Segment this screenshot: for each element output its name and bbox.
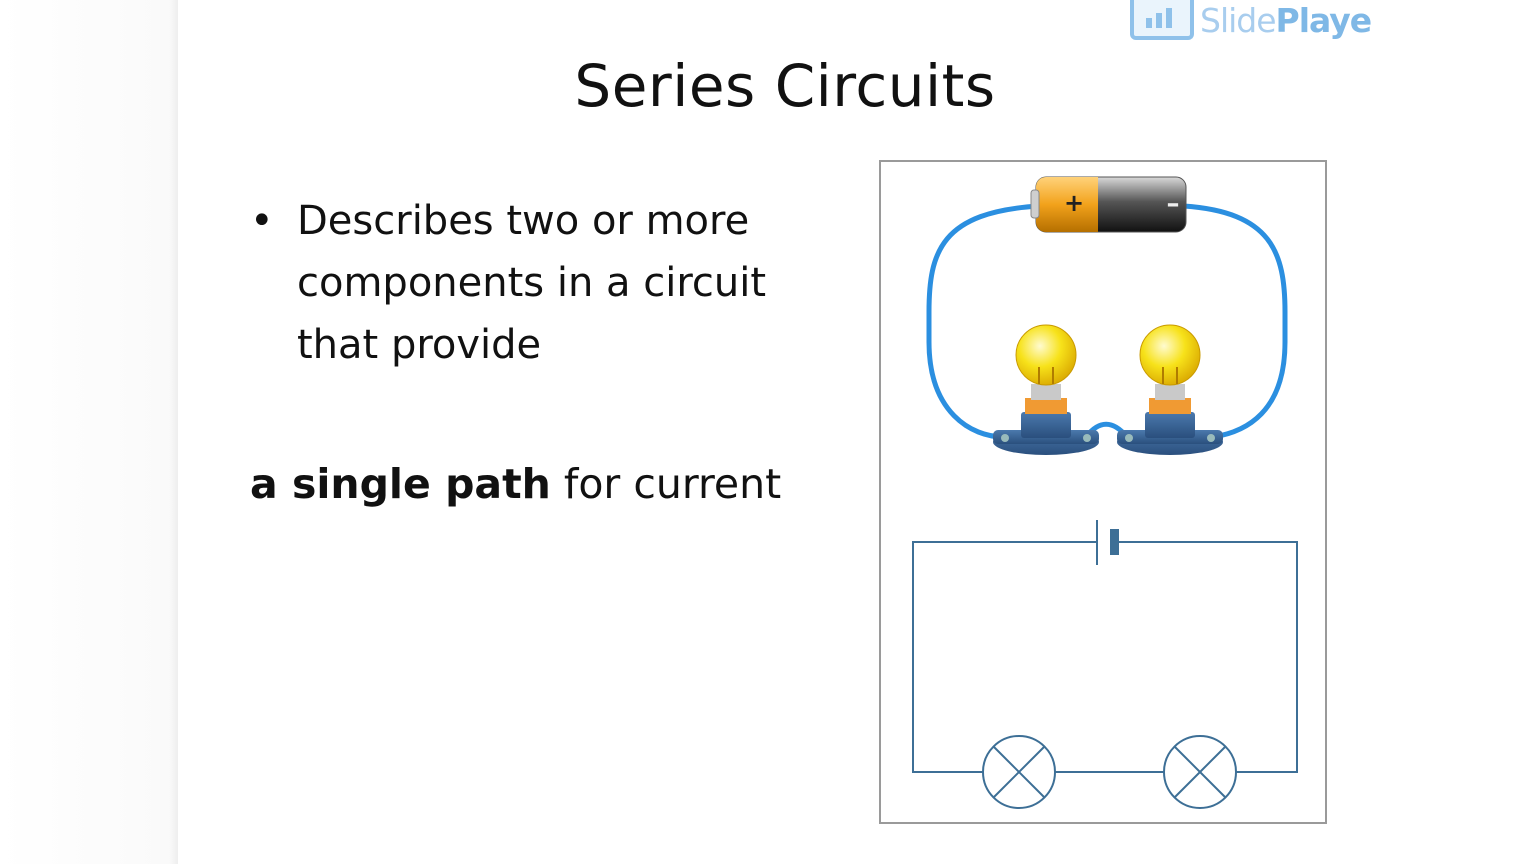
slideplayer-logo: SlidePlaye	[1130, 0, 1373, 40]
circuit-illustration: + –	[912, 176, 1298, 809]
lightbulb-icon	[1117, 324, 1223, 455]
circuit-schematic	[912, 520, 1298, 809]
lamp-symbol-icon	[982, 735, 1056, 809]
definition-rest: for current	[550, 460, 782, 508]
slide-title: Series Circuits	[574, 52, 996, 120]
battery-icon: + –	[1030, 176, 1187, 233]
left-shadow	[0, 0, 178, 864]
logo-text-player: Playe	[1275, 0, 1373, 40]
bullet-item: • Describes two or more components in a …	[250, 190, 830, 376]
battery-plus-label: +	[1064, 189, 1084, 217]
bullet-marker: •	[250, 198, 274, 244]
lightbulb-icon	[993, 324, 1099, 455]
lamp-symbol-icon	[1163, 735, 1237, 809]
wire-loop	[926, 203, 1040, 440]
definition-tail: a single path for current	[250, 460, 781, 508]
bullet-text: Describes two or more components in a ci…	[297, 198, 767, 368]
definition-bold: a single path	[250, 460, 551, 508]
bullet-list: • Describes two or more components in a …	[250, 190, 830, 376]
logo-chart-icon	[1130, 0, 1194, 40]
logo-text-slide: Slide	[1200, 0, 1277, 40]
circuit-figure: + –	[879, 160, 1327, 824]
battery-minus-label: –	[1167, 189, 1180, 219]
